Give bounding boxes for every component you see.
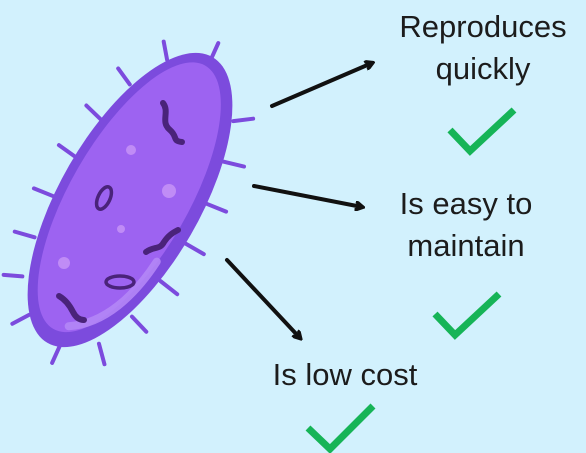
- label-easy-to-maintain: Is easy to maintain: [375, 183, 557, 267]
- arrow-to-maintain: [254, 186, 362, 207]
- checkmark-icon: [450, 110, 514, 151]
- checkmark-icon: [308, 406, 373, 449]
- arrow-to-reproduces: [272, 63, 372, 106]
- checkmark-icon: [435, 294, 499, 335]
- label-reproduces-quickly: Reproduces quickly: [378, 6, 586, 90]
- arrow-to-cost: [227, 260, 300, 338]
- label-low-cost: Is low cost: [245, 354, 445, 396]
- bacterium-icon: [0, 0, 299, 401]
